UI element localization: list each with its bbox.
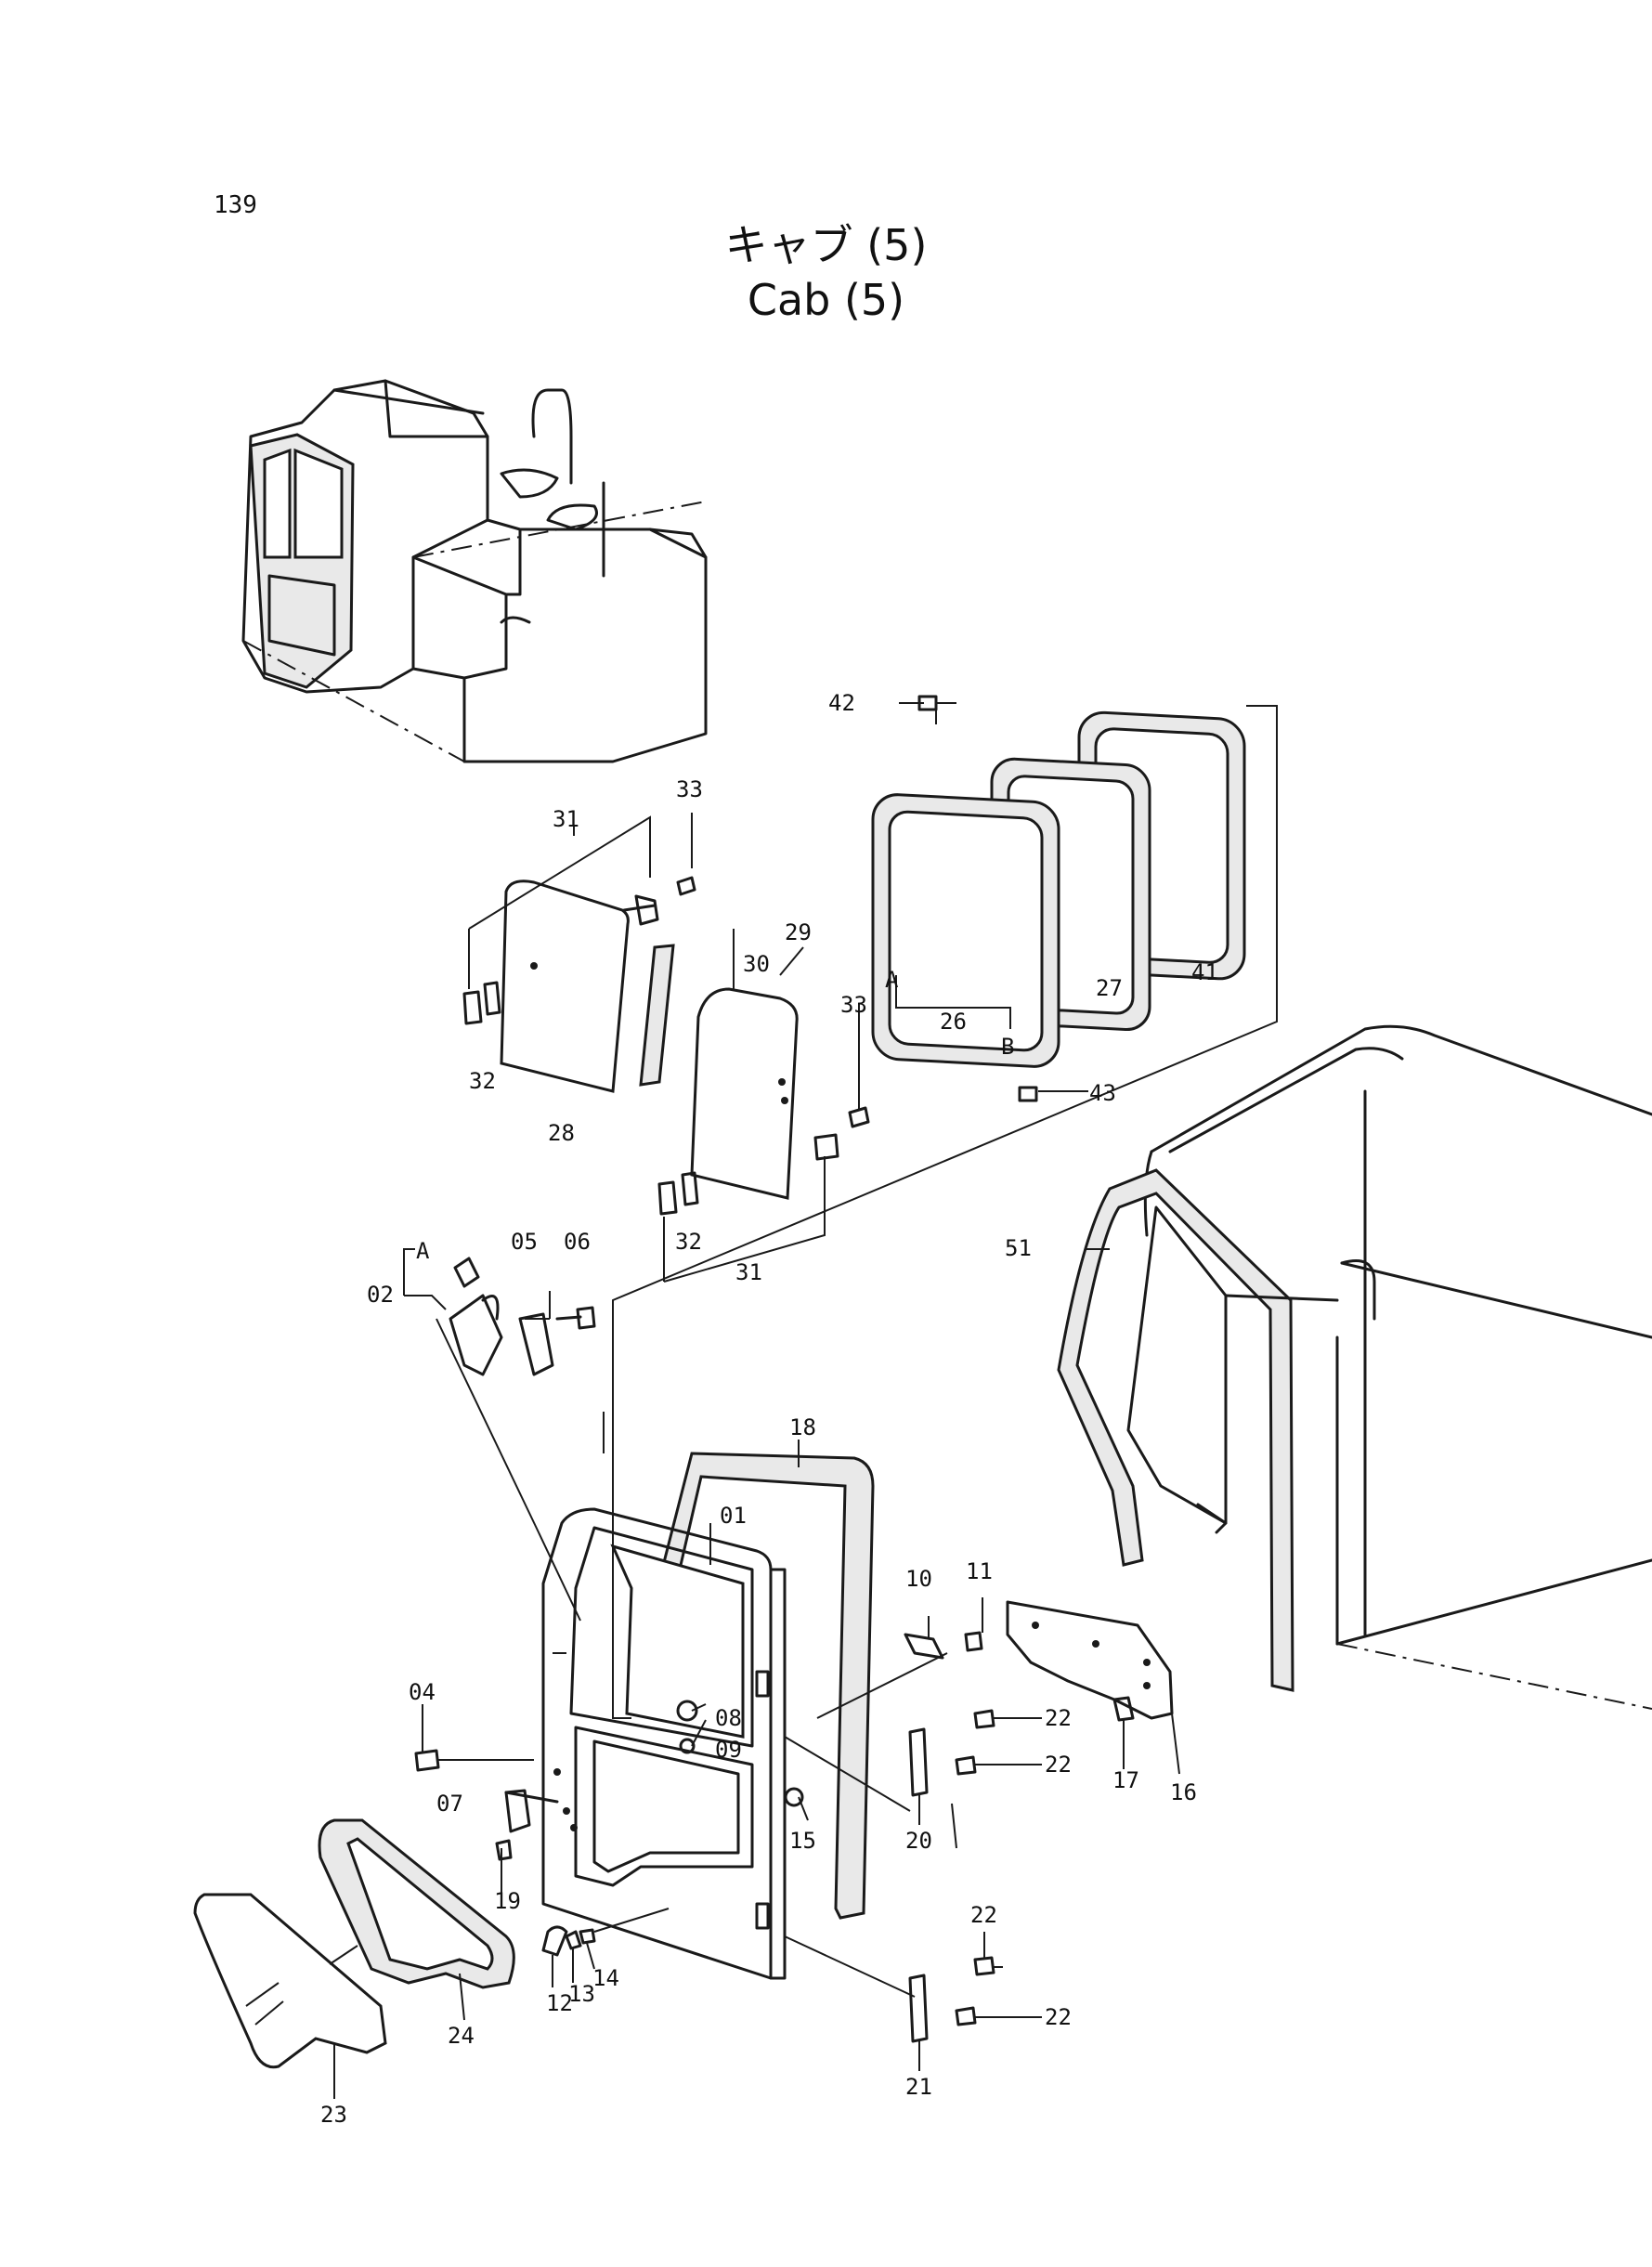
callout-33-b: 33 [840,992,867,1018]
leader-lines [333,702,1180,2099]
callout-41: 41 [1191,959,1218,985]
callout-11: 11 [966,1558,993,1584]
callout-21: 21 [905,2074,932,2100]
callout-26: 26 [940,1009,967,1035]
callout-12: 12 [546,1990,573,2016]
diagram-title-english: Cab (5) [747,275,905,325]
door-hardware [414,1600,1174,2043]
callout-06: 06 [564,1229,591,1255]
callout-31-b: 31 [735,1259,762,1285]
callout-22-b: 22 [1045,1752,1072,1778]
sliding-glass-29-group [639,944,870,1283]
diagram-title-japanese: キャブ (5) [724,220,928,270]
callout-22-d: 22 [1045,2004,1072,2030]
machine-overview-illustration [241,379,708,763]
callout-30: 30 [743,951,770,977]
lower-glass-group [193,1818,515,2069]
callout-17: 17 [1112,1767,1139,1793]
door-lock-group [403,1248,596,1622]
callout-32-a: 32 [469,1068,496,1094]
callout-27: 27 [1096,975,1123,1001]
callout-24: 24 [448,2023,475,2049]
callout-23: 23 [320,2102,347,2128]
callout-13: 13 [568,1981,595,2007]
cab-body-illustration [1057,1024,1652,1710]
door-assembly [541,1337,948,1998]
callout-51: 51 [1005,1235,1032,1261]
callout-02: 02 [367,1282,394,1308]
callout-01: 01 [720,1503,747,1529]
callout-B-window: B [1001,1034,1014,1060]
callout-22-a: 22 [1045,1705,1072,1731]
callout-07: 07 [436,1791,463,1817]
callout-A-window: A [885,967,899,993]
callout-08: 08 [715,1705,742,1731]
callout-labels: 01 02 04 05 06 07 08 09 10 11 12 13 14 1… [320,690,1218,2128]
callout-28: 28 [548,1120,575,1146]
callout-32-b: 32 [675,1229,702,1255]
callout-14: 14 [592,1965,619,1991]
callout-29: 29 [785,919,812,945]
callout-19: 19 [494,1888,521,1914]
callout-42: 42 [828,690,855,716]
callout-A-lock: A [416,1238,430,1264]
callout-20: 20 [905,1828,932,1854]
callout-04: 04 [409,1679,436,1705]
callout-09: 09 [715,1737,742,1763]
upper-window-group [612,695,1278,1337]
callout-33-a: 33 [676,776,703,802]
page-number: 139 [214,191,257,219]
callout-18: 18 [789,1414,816,1440]
callout-16: 16 [1170,1779,1197,1805]
callout-15: 15 [789,1828,816,1854]
callout-43: 43 [1089,1080,1116,1106]
sliding-glass-28-group [462,815,696,1093]
callout-31-a: 31 [553,806,579,832]
callout-05: 05 [511,1229,538,1255]
callout-10: 10 [905,1566,932,1592]
callout-22-c: 22 [970,1902,997,1928]
